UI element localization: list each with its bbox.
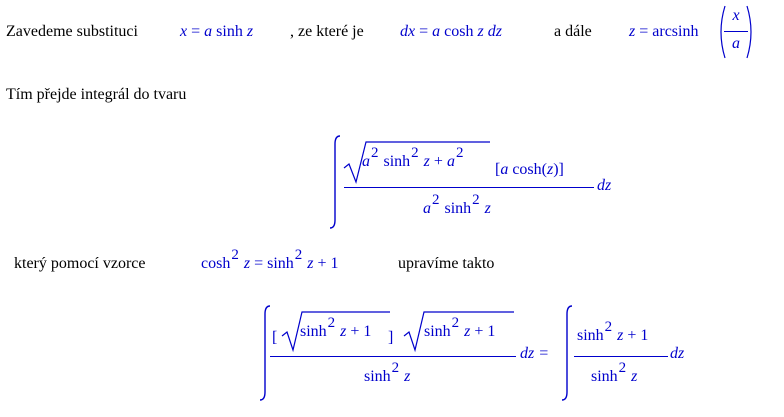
radicand-expression: sinh2 z + 1 — [300, 315, 372, 342]
var-z: z — [460, 323, 471, 340]
cosh-fn: cosh — [440, 23, 478, 40]
transition-text: Tím přejde integrál do tvaru — [6, 86, 187, 103]
cosh-fn: cosh — [201, 255, 231, 272]
var-z: z — [246, 23, 254, 40]
var-a: a — [423, 200, 431, 217]
plus-one: + 1 — [313, 255, 339, 272]
var-dx: dx — [400, 23, 416, 40]
fraction-bar — [574, 356, 668, 357]
bracket-open: [ — [495, 161, 501, 178]
differential-equals: dz = — [520, 345, 550, 362]
fraction-bar — [724, 31, 748, 32]
var-a: a — [362, 153, 370, 170]
var-x: x — [180, 23, 188, 40]
bracket-expression: [a cosh(z)] — [495, 160, 564, 180]
var-z: z — [400, 368, 411, 385]
var-z: z — [336, 323, 347, 340]
exponent: 2 — [411, 145, 419, 161]
exponent: 2 — [618, 360, 627, 376]
denominator-expression: sinh2 z — [591, 360, 638, 387]
radicand-expression: a2 sinh2 z + a2 — [362, 145, 464, 172]
fraction-numerator: x — [732, 7, 740, 24]
var-z: z — [303, 255, 314, 272]
var-z: z — [477, 23, 484, 40]
var-dz: dz — [483, 23, 502, 40]
exponent: 2 — [432, 192, 440, 208]
bracket-open: [ — [272, 329, 278, 346]
fraction-denominator: a — [732, 35, 740, 52]
radical-sign — [403, 311, 514, 353]
plus-sign: + — [429, 153, 447, 170]
denominator-expression: sinh2 z — [364, 360, 411, 387]
var-a: a — [204, 23, 213, 40]
identity-formula: cosh2 z = sinh2 z + 1 — [201, 247, 339, 274]
sinh-fn: sinh — [577, 327, 604, 344]
differential-formula: dx = a cosh z dz — [400, 22, 502, 42]
var-a: a — [500, 161, 509, 178]
sinh-fn: = sinh — [250, 255, 294, 272]
paren-pair — [720, 5, 752, 59]
sinh-fn: sinh — [212, 23, 247, 40]
var-z: z — [546, 161, 554, 178]
arcsinh-fn: = arcsinh — [635, 23, 699, 40]
differential-dz: dz — [670, 345, 685, 362]
sinh-fn: sinh — [440, 200, 472, 217]
integral-sign — [259, 305, 271, 401]
differential-dz: dz — [597, 177, 612, 194]
exponent: 2 — [391, 360, 400, 376]
radical-sign — [343, 141, 490, 184]
var-z: z — [480, 200, 491, 217]
identity-tail-text: upravíme takto — [398, 255, 495, 272]
exponent: 2 — [294, 247, 303, 263]
var-z: z — [629, 23, 636, 40]
eq-sign: = — [187, 23, 205, 40]
integral-sign — [561, 305, 573, 401]
substitution-formula: x = a sinh z — [180, 22, 253, 42]
fraction-bar — [270, 356, 516, 357]
var-a: a — [446, 153, 455, 170]
exponent: 2 — [472, 192, 480, 208]
denominator-expression: a2 sinh2 z — [423, 192, 491, 219]
plus-one: + 1 — [623, 327, 649, 344]
bracket-close: )] — [553, 161, 564, 178]
radicand-expression: sinh2 z + 1 — [424, 315, 496, 342]
eq-sign: = — [415, 23, 433, 40]
fraction-x-over-a: x a — [724, 6, 748, 56]
fraction-bar — [344, 187, 594, 188]
plus-one: + 1 — [346, 323, 372, 340]
var-z: z — [419, 153, 430, 170]
exponent: 2 — [451, 315, 460, 331]
cosh-fn: cosh( — [508, 161, 547, 178]
sinh-fn: sinh — [424, 323, 451, 340]
var-z: z — [239, 255, 251, 272]
and-text: a dále — [554, 23, 592, 40]
identity-intro-text: který pomocí vzorce — [14, 255, 146, 272]
radical-sign — [281, 311, 390, 353]
var-z: z — [627, 368, 638, 385]
numerator-expression: sinh2 z + 1 — [577, 319, 649, 346]
exponent: 2 — [371, 145, 379, 161]
integral-sign — [329, 135, 341, 229]
inverse-formula: z = arcsinh — [629, 22, 698, 42]
sinh-fn: sinh — [364, 368, 391, 385]
plus-one: + 1 — [470, 323, 496, 340]
intro-text: Zavedeme substituci — [6, 23, 138, 40]
sinh-fn: sinh — [300, 323, 327, 340]
bracket-close: ] — [388, 329, 394, 346]
var-a: a — [432, 23, 441, 40]
exponent: 2 — [327, 315, 336, 331]
sinh-fn: sinh — [379, 153, 411, 170]
sinh-fn: sinh — [591, 368, 618, 385]
exponent: 2 — [231, 247, 239, 263]
exponent: 2 — [604, 319, 613, 335]
var-z: z — [613, 327, 624, 344]
exponent: 2 — [455, 145, 464, 161]
which-text: , ze které je — [290, 23, 364, 40]
